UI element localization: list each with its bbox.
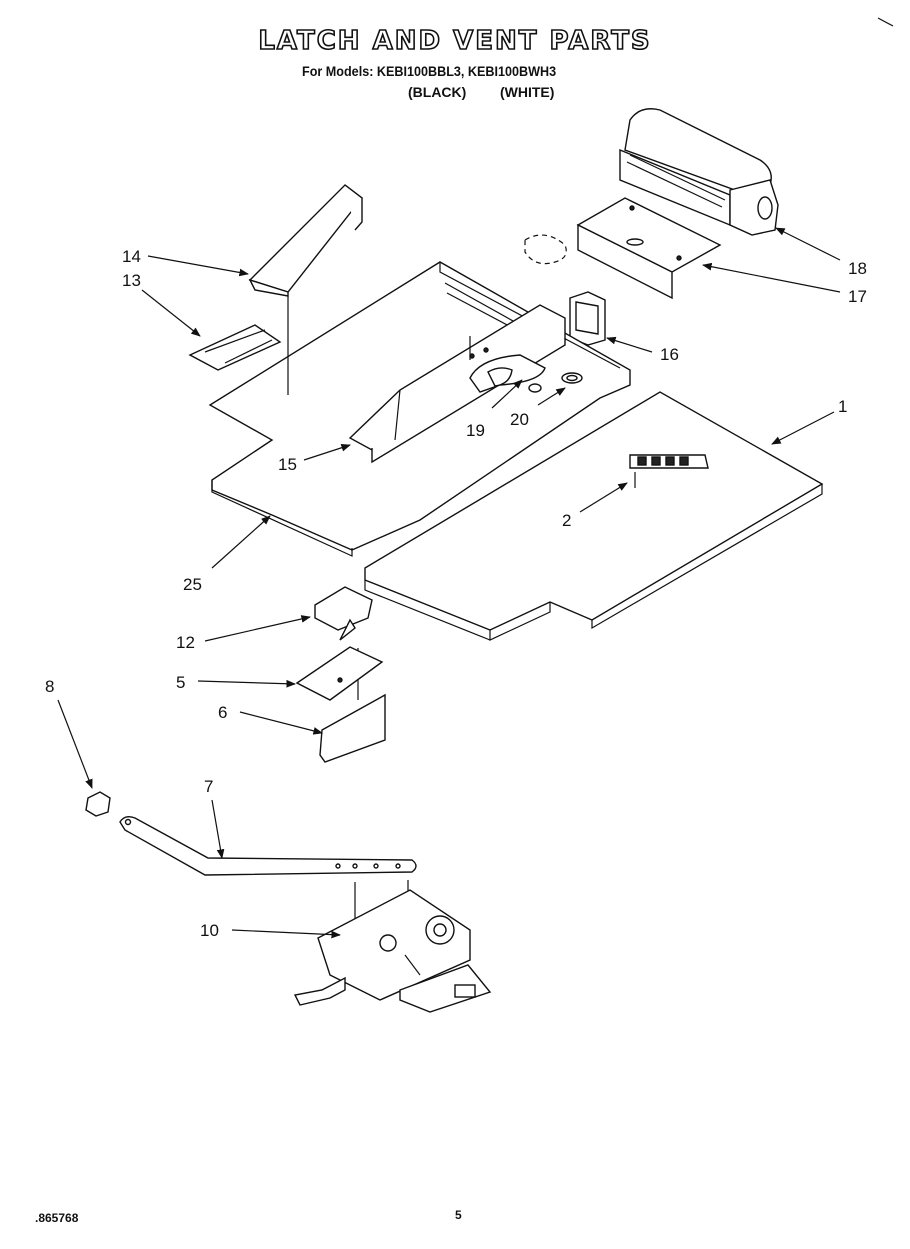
- part-19-screw: [528, 383, 542, 393]
- callout-14: 14: [122, 247, 141, 266]
- page-title: LATCH AND VENT PARTS: [258, 25, 652, 57]
- callout-6: 6: [218, 703, 227, 722]
- callout-12: 12: [176, 633, 195, 652]
- callout-8: 8: [45, 677, 54, 696]
- page-number: 5: [455, 1208, 462, 1222]
- corner-mark: [877, 17, 894, 27]
- callout-10: 10: [200, 921, 219, 940]
- callout-17: 17: [848, 287, 867, 306]
- part-5-insulator: [295, 646, 384, 701]
- part-16-bracket: [569, 291, 606, 346]
- callout-13: 13: [122, 271, 141, 290]
- callout-1: 1: [838, 397, 847, 416]
- part-18-vent-motor: [619, 108, 779, 236]
- part-6-shield: [319, 693, 386, 763]
- part-13-hinge-strip: [188, 324, 282, 371]
- callout-15: 15: [278, 455, 297, 474]
- part-20-grommet: [561, 372, 583, 384]
- callout-2: 2: [562, 511, 571, 530]
- leader-lines: [57, 227, 841, 939]
- part-1-front-panel: [364, 391, 824, 641]
- part-12-switch: [314, 586, 373, 700]
- callout-20: 20: [510, 410, 529, 429]
- callout-5: 5: [176, 673, 185, 692]
- part-10-latch-mechanism: [293, 889, 492, 1013]
- callout-18: 18: [848, 259, 867, 278]
- variant-white: (WHITE): [500, 84, 555, 100]
- part-15-vent-duct: [348, 304, 566, 464]
- model-numbers: For Models: KEBI100BBL3, KEBI100BWH3: [302, 63, 557, 79]
- callout-7: 7: [204, 777, 213, 796]
- part-7-latch-rod: [119, 815, 417, 930]
- callout-25: 25: [183, 575, 202, 594]
- part-14-vent-chute: [248, 184, 363, 297]
- document-number: .865768: [35, 1211, 79, 1225]
- callout-19: 19: [466, 421, 485, 440]
- part-17-mounting-plate: [576, 197, 722, 300]
- callout-16: 16: [660, 345, 679, 364]
- variant-black: (BLACK): [408, 84, 467, 100]
- part-8-bushing: [85, 791, 111, 817]
- part-2-terminal-block: [629, 454, 709, 488]
- vent-opening-outline: [524, 234, 567, 265]
